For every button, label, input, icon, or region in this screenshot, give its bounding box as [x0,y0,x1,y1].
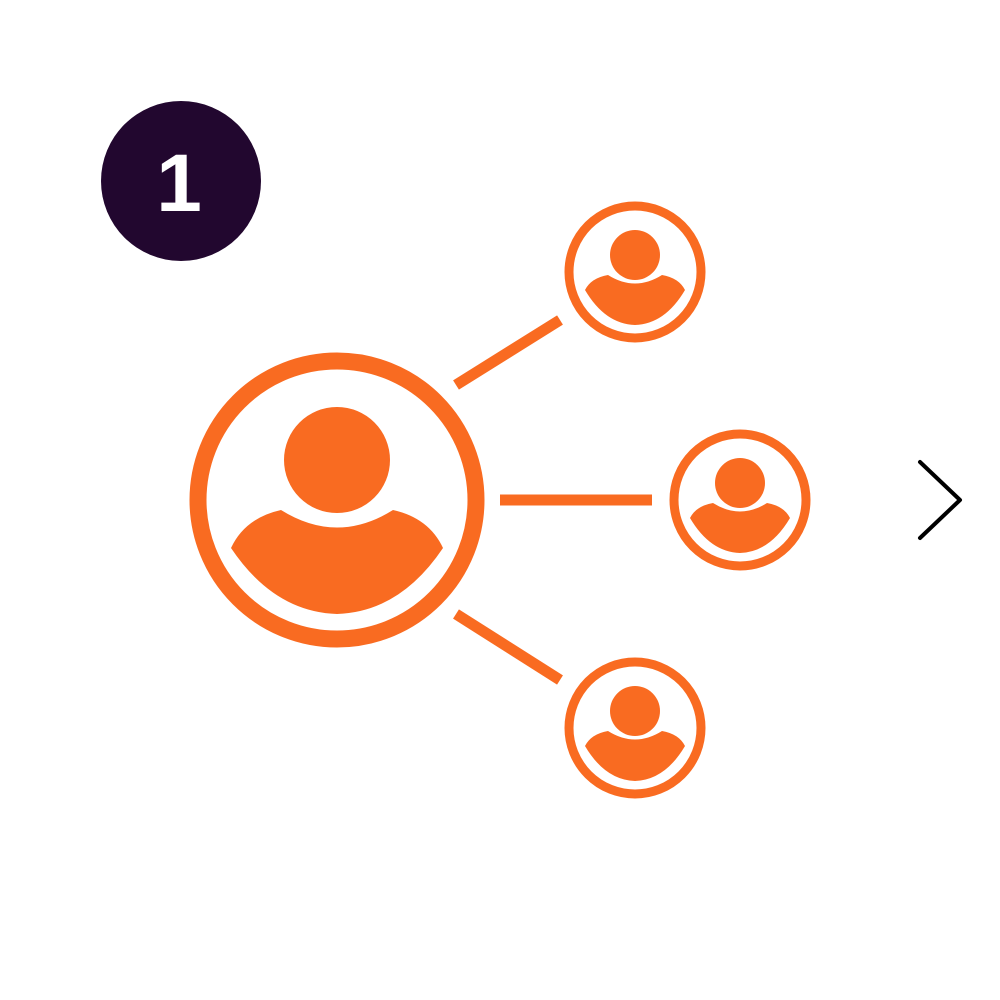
connected-user-node-bottom [564,657,706,799]
connector-lines [453,315,652,685]
connected-node-ring [564,657,706,799]
central-user-node [189,352,485,648]
user-icon [231,407,443,614]
connected-node-ring [564,201,706,343]
user-icon [690,458,790,553]
user-icon [585,686,685,781]
central-node-ring [189,352,485,648]
step-number: 1 [156,138,202,229]
user-icon-body [231,510,443,614]
user-icon-head [715,458,765,508]
user-icon-body [585,731,685,781]
user-icon-head [610,230,660,280]
user-icon-head [284,407,390,513]
step-badge: 1 [101,101,261,261]
connected-node-ring [669,429,811,571]
user-icon-body [585,275,685,325]
connector-line-bottom [453,609,563,685]
user-icon-head [610,686,660,736]
connected-user-node-middle [669,429,811,571]
connected-user-node-top [564,201,706,343]
connector-line-top [453,315,563,390]
next-button[interactable] [900,450,980,550]
chevron-right-icon[interactable] [918,460,962,540]
next-button-hit-area[interactable] [900,450,980,550]
step-badge-circle [101,101,261,261]
user-icon-body [690,503,790,553]
user-icon [585,230,685,325]
